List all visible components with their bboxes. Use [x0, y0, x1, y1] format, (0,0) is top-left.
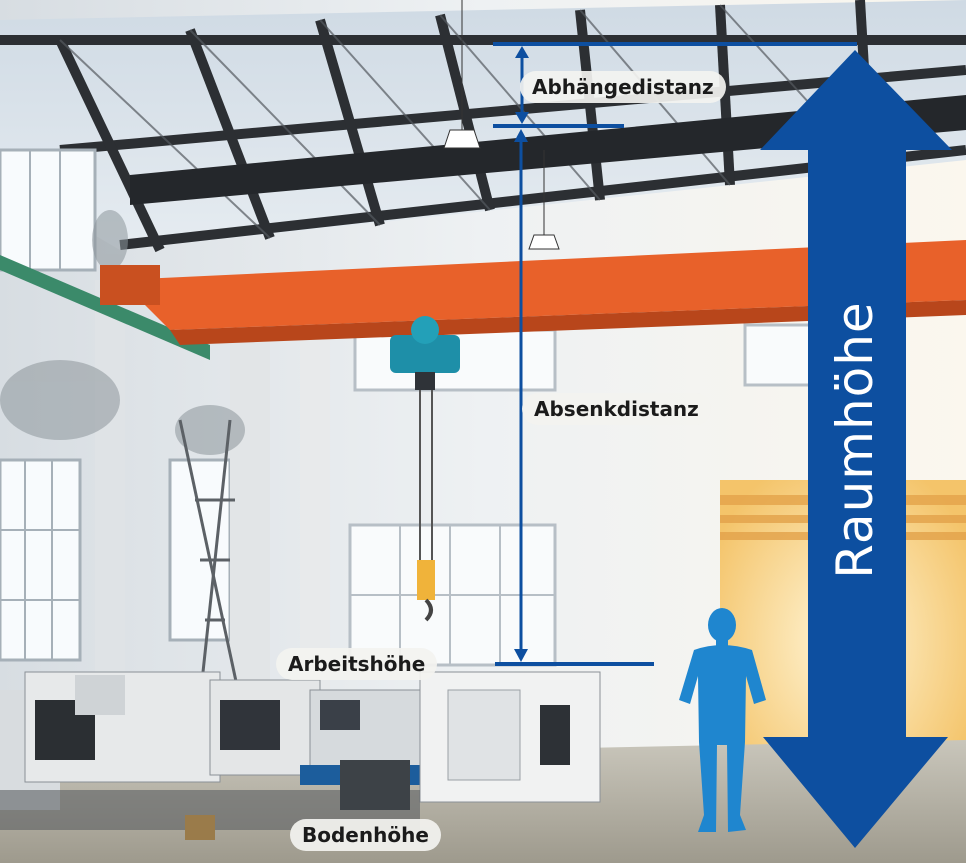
column [300, 280, 330, 690]
left-windows [0, 148, 232, 662]
lowering-arrow-bottom [514, 649, 528, 662]
suspension-arrow-top [515, 46, 529, 58]
lowering-arrow-top [514, 129, 528, 142]
person-silhouette-icon [679, 608, 766, 832]
scaffolding [178, 419, 242, 701]
crane-girder [120, 240, 966, 330]
floor-height-label: Bodenhöhe [290, 819, 441, 851]
suspension-distance-label: Abhängedistanz [520, 71, 726, 103]
suspension-arrow-bottom [515, 112, 529, 124]
crane-end-carriage [100, 265, 160, 305]
crane-hoist [390, 316, 460, 622]
hanging-lamps [443, 0, 560, 250]
main-beam [130, 95, 966, 205]
room-height-double-arrow-icon [760, 50, 952, 848]
working-height-label: Arbeitshöhe [276, 648, 438, 680]
crane-runway [0, 255, 210, 360]
room-height-label: Raumhöhe [826, 301, 884, 579]
lowering-distance-label: Absenkdistanz [522, 393, 711, 425]
machines [0, 671, 601, 840]
column [95, 280, 125, 700]
column [230, 300, 270, 690]
